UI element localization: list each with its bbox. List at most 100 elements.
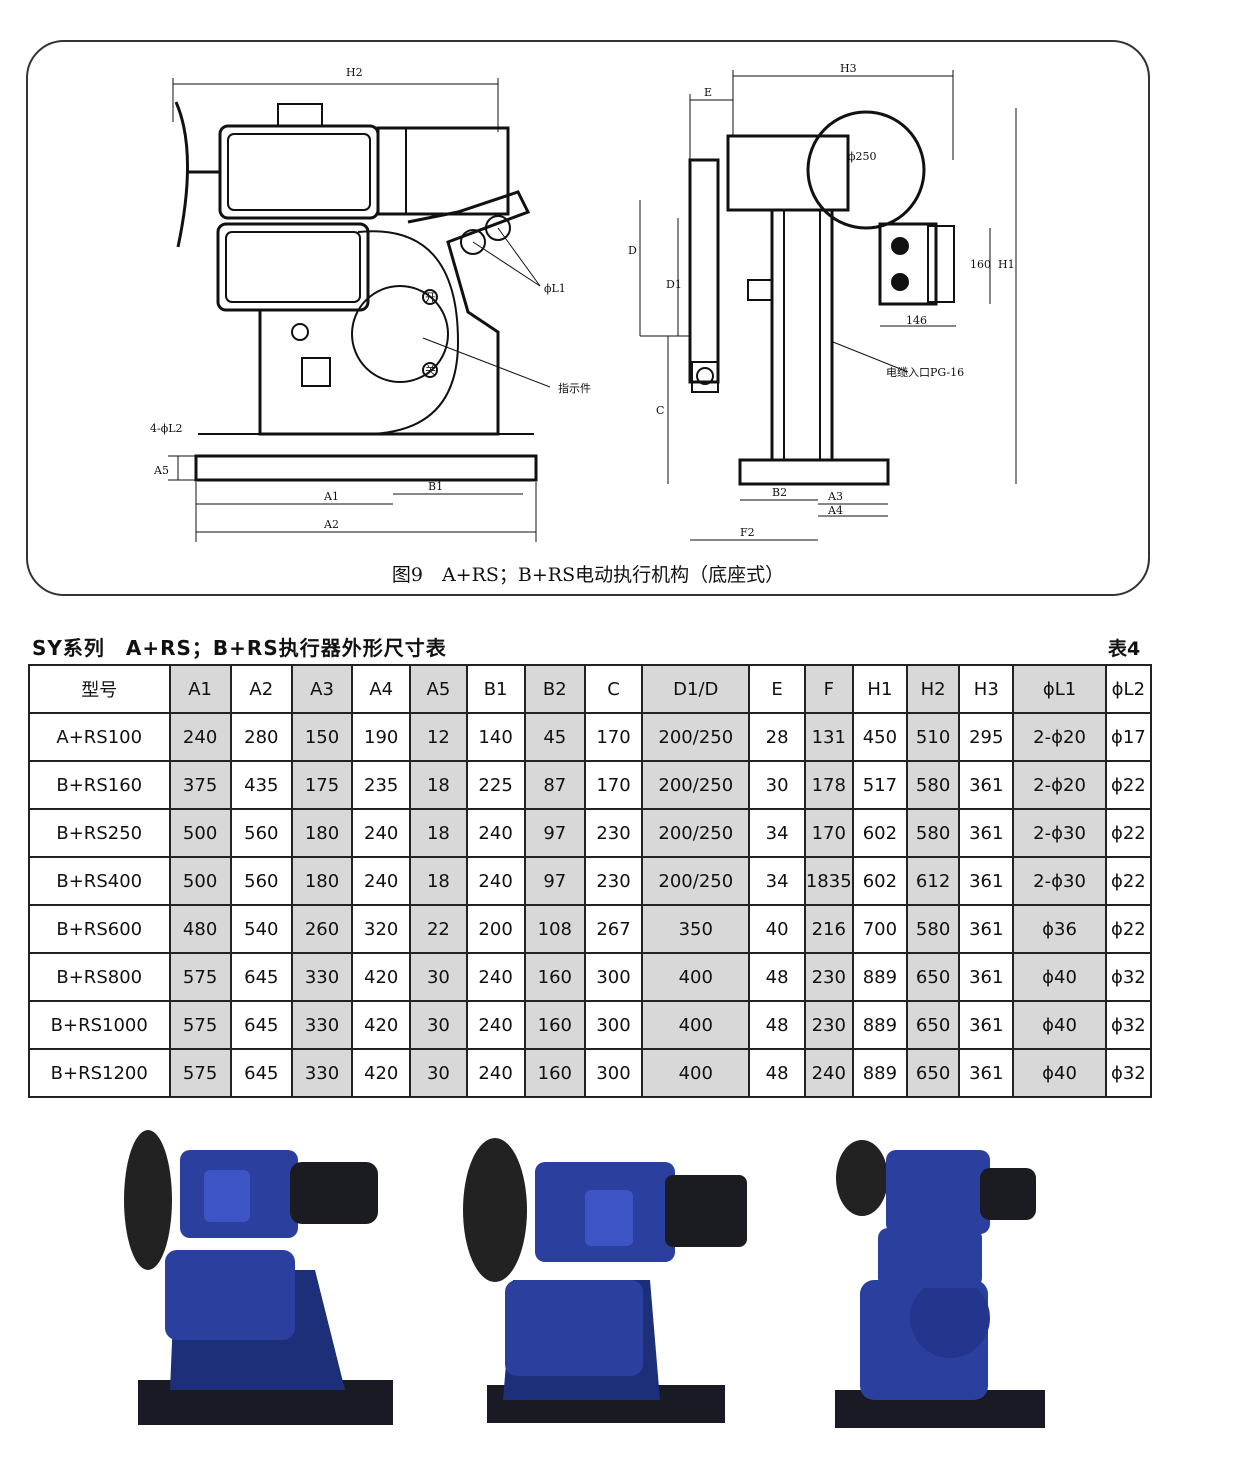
value-cell: 160	[523, 1048, 586, 1098]
value-cell: 240	[351, 808, 412, 858]
figure-caption: 图9 A+RS；B+RS电动执行机构（底座式）	[391, 564, 785, 586]
value-cell: 361	[958, 904, 1015, 954]
header-cell: H2	[906, 664, 961, 714]
label-160: 160	[970, 258, 991, 271]
label-b1: B1	[428, 480, 443, 493]
value-cell: 240	[465, 856, 526, 906]
value-cell: 361	[958, 1000, 1015, 1050]
value-cell: 178	[803, 760, 854, 810]
actuator-photo-3	[835, 1140, 1045, 1428]
label-d1: D1	[666, 278, 682, 291]
technical-drawing: H2 H3 E D D1 C H1 ϕ250 ϕL1 160 146 电缆入口P…	[150, 62, 1017, 542]
value-cell: 230	[583, 856, 644, 906]
value-cell: 889	[851, 1000, 909, 1050]
value-cell: 889	[851, 952, 909, 1002]
lower-box	[216, 222, 370, 312]
value-cell: 12	[409, 712, 468, 762]
value-cell: 160	[523, 952, 586, 1002]
table-title: SY系列 A+RS；B+RS执行器外形尺寸表	[32, 636, 447, 660]
value-cell: 240	[803, 1048, 854, 1098]
model-cell: B+RS1200	[28, 1048, 171, 1098]
output-column	[770, 208, 834, 462]
value-cell: 18	[409, 808, 468, 858]
value-cell: 150	[290, 712, 354, 762]
value-cell: 420	[351, 952, 412, 1002]
value-cell: 580	[906, 808, 961, 858]
label-b2: B2	[772, 486, 787, 499]
value-cell: 435	[229, 760, 293, 810]
value-cell: 517	[851, 760, 909, 810]
value-cell: 450	[851, 712, 909, 762]
label-c: C	[656, 404, 664, 417]
header-cell: B2	[523, 664, 586, 714]
value-cell: 612	[906, 856, 961, 906]
value-cell: 260	[290, 904, 354, 954]
value-cell: 28	[748, 712, 806, 762]
value-cell: ϕ22	[1104, 808, 1153, 858]
handwheel-circle	[806, 110, 926, 230]
value-cell: 330	[290, 952, 354, 1002]
header-cell: E	[748, 664, 806, 714]
value-cell: 240	[351, 856, 412, 906]
left-base	[194, 454, 538, 482]
label-cable-entry: 电缆入口PG-16	[886, 366, 964, 379]
value-cell: 48	[748, 1048, 806, 1098]
value-cell: 400	[641, 1000, 751, 1050]
actuator-photo-1	[124, 1130, 393, 1425]
model-cell: A+RS100	[28, 712, 171, 762]
gearbox-body	[258, 190, 531, 436]
model-cell: B+RS600	[28, 904, 171, 954]
label-d: D	[628, 244, 637, 257]
value-cell: 240	[465, 952, 526, 1002]
value-cell: 200	[465, 904, 526, 954]
value-cell: 330	[290, 1048, 354, 1098]
value-cell: 200/250	[641, 760, 751, 810]
value-cell: 375	[168, 760, 232, 810]
value-cell: 240	[465, 1000, 526, 1050]
actuator-photo-2	[463, 1138, 747, 1423]
label-a4: A4	[827, 504, 843, 517]
value-cell: 400	[641, 1048, 751, 1098]
value-cell: 300	[583, 1048, 644, 1098]
value-cell: 170	[803, 808, 854, 858]
value-cell: 240	[465, 1048, 526, 1098]
right-base	[738, 458, 890, 486]
value-cell: 34	[748, 808, 806, 858]
value-cell: 18	[409, 856, 468, 906]
value-cell: ϕ40	[1012, 1000, 1107, 1050]
label-open: 开	[425, 291, 436, 304]
value-cell: 22	[409, 904, 468, 954]
value-cell: 175	[290, 760, 354, 810]
value-cell: 180	[290, 856, 354, 906]
table-number: 表4	[1108, 638, 1141, 660]
value-cell: 131	[803, 712, 854, 762]
value-cell: 650	[906, 1000, 961, 1050]
value-cell: 48	[748, 1000, 806, 1050]
value-cell: 420	[351, 1000, 412, 1050]
value-cell: ϕ36	[1012, 904, 1107, 954]
value-cell: 97	[523, 808, 586, 858]
value-cell: 200/250	[641, 712, 751, 762]
value-cell: 87	[523, 760, 586, 810]
label-h1: H1	[998, 258, 1015, 271]
value-cell: 2-ϕ30	[1012, 808, 1107, 858]
value-cell: ϕ32	[1104, 952, 1153, 1002]
value-cell: 400	[641, 952, 751, 1002]
value-cell: 361	[958, 760, 1015, 810]
value-cell: 361	[958, 952, 1015, 1002]
value-cell: 650	[906, 1048, 961, 1098]
value-cell: 361	[958, 808, 1015, 858]
value-cell: 700	[851, 904, 909, 954]
value-cell: ϕ40	[1012, 952, 1107, 1002]
label-close: 关	[425, 363, 436, 377]
value-cell: 889	[851, 1048, 909, 1098]
label-phil1: ϕL1	[544, 282, 566, 295]
header-cell: A5	[409, 664, 468, 714]
value-cell: 235	[351, 760, 412, 810]
